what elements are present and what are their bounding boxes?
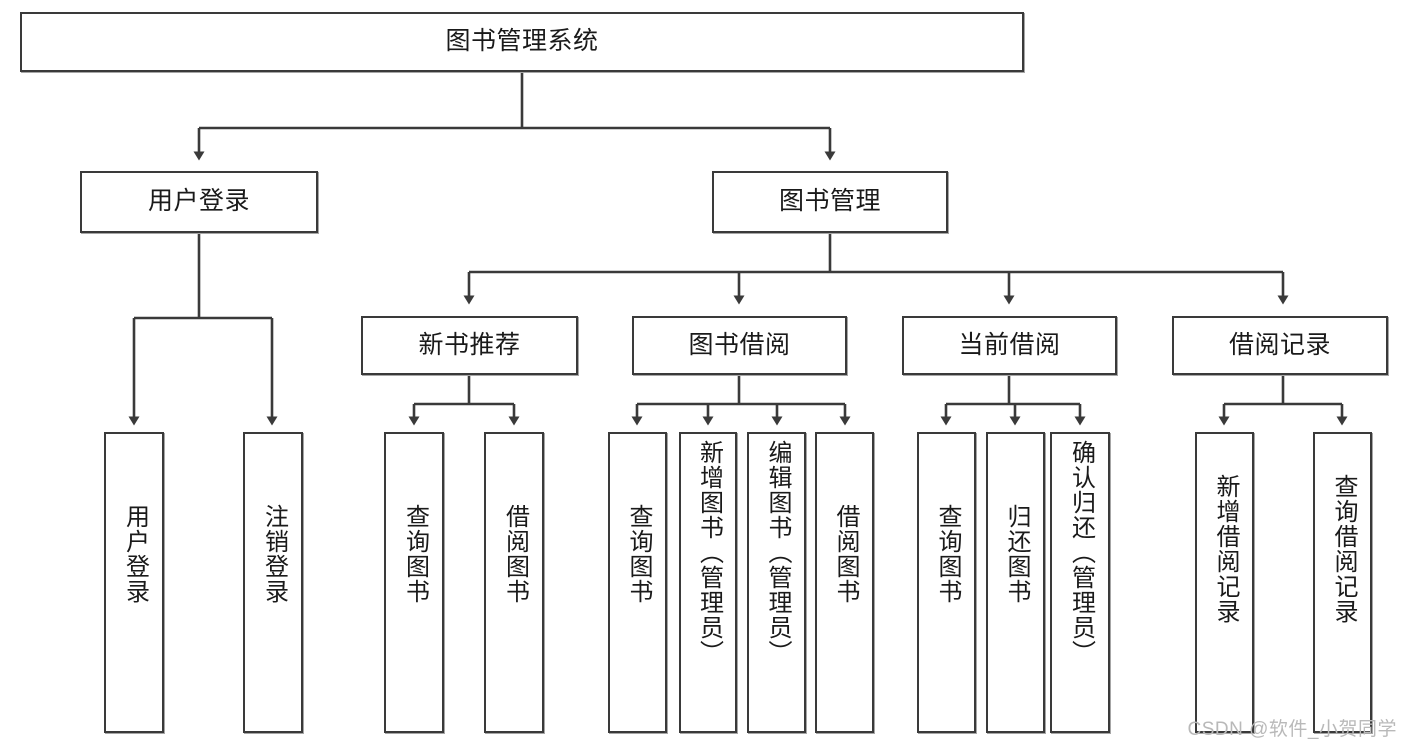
leaf-query-book-2-label: 查询图书 [624,504,652,604]
node-root-label: 图书管理系统 [445,27,599,56]
leaf-add-book-label: 新增图书（管理员） [695,440,723,665]
node-current-borrow-label: 当前借阅 [958,330,1061,359]
leaf-query-book-1-label: 查询图书 [401,504,429,604]
leaf-return-book-label: 归还图书 [1002,504,1030,604]
node-book-management[interactable]: 图书管理 [712,171,948,233]
leaf-edit-book-label: 编辑图书（管理员） [763,440,791,665]
leaf-query-book-3[interactable]: 查询图书 [917,432,976,733]
node-borrow-record-label: 借阅记录 [1228,330,1331,359]
leaf-borrow-book-1[interactable]: 借阅图书 [484,432,544,733]
node-book-borrow-label: 图书借阅 [688,330,791,359]
node-new-book-recommend-label: 新书推荐 [418,330,521,359]
leaf-confirm-return-label: 确认归还（管理员） [1067,440,1095,665]
leaf-query-book-3-label: 查询图书 [933,504,961,604]
leaf-query-record[interactable]: 查询借阅记录 [1313,432,1372,733]
leaf-query-record-label: 查询借阅记录 [1329,474,1357,624]
node-new-book-recommend[interactable]: 新书推荐 [361,316,578,375]
node-user-login[interactable]: 用户登录 [80,171,318,233]
node-current-borrow[interactable]: 当前借阅 [902,316,1117,375]
leaf-add-book[interactable]: 新增图书（管理员） [679,432,737,733]
node-root[interactable]: 图书管理系统 [20,12,1024,72]
leaf-return-book[interactable]: 归还图书 [986,432,1045,733]
leaf-borrow-book-1-label: 借阅图书 [501,504,529,604]
leaf-user-login-label: 用户登录 [121,504,149,604]
leaf-confirm-return[interactable]: 确认归还（管理员） [1050,432,1110,733]
node-book-management-label: 图书管理 [778,187,881,216]
leaf-edit-book[interactable]: 编辑图书（管理员） [747,432,806,733]
watermark: CSDN @软件_小贺同学 [1187,719,1397,740]
node-user-login-label: 用户登录 [147,187,250,216]
leaf-user-login[interactable]: 用户登录 [104,432,164,733]
node-book-borrow[interactable]: 图书借阅 [632,316,847,375]
leaf-logout-login[interactable]: 注销登录 [243,432,303,733]
node-borrow-record[interactable]: 借阅记录 [1172,316,1388,375]
leaf-logout-login-label: 注销登录 [260,504,288,604]
leaf-borrow-book-2-label: 借阅图书 [831,504,859,604]
leaf-add-record-label: 新增借阅记录 [1211,474,1239,624]
leaf-query-book-2[interactable]: 查询图书 [608,432,667,733]
leaf-borrow-book-2[interactable]: 借阅图书 [815,432,874,733]
leaf-add-record[interactable]: 新增借阅记录 [1195,432,1254,733]
leaf-query-book-1[interactable]: 查询图书 [384,432,444,733]
